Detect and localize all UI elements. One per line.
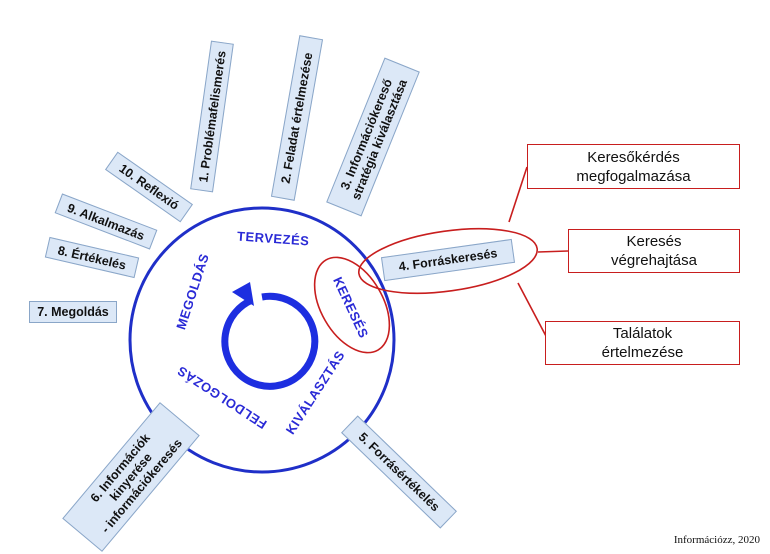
callout-2-line2: végrehajtása [611,252,697,269]
callout-kereses-vegrehajtasa: Keresés végrehajtása [568,229,740,273]
callout-1-line2: megfogalmazása [576,167,691,185]
step-7-box: 7. Megoldás [29,301,117,323]
callout-1-line1: Keresőkérdés [587,148,680,166]
callout-2-line1: Keresés [626,233,682,250]
callout-3-line2: értelmezése [601,344,684,361]
cycle-arrow-icon [221,292,319,390]
callout-keresokerdes: Keresőkérdés megfogalmazása [527,144,740,189]
callout-3-line1: Találatok [612,325,673,342]
cycle-arrow-head-icon [232,282,254,306]
credit-text: Információzz, 2020 [673,534,760,546]
callout-talalatok: Találatok értelmezése [545,321,740,365]
connector-line-3 [517,282,548,339]
connector-line-2 [537,250,569,253]
step4-highlight-ellipse [357,227,539,295]
main-circle [128,206,396,474]
connector-line-1 [508,166,528,223]
step-7-label: 7. Megoldás [37,305,109,319]
